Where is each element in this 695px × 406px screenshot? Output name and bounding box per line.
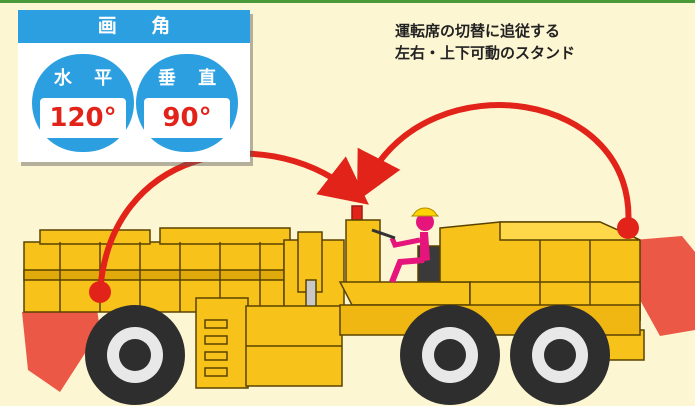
horizontal-value: 120° xyxy=(40,98,126,138)
tire-front xyxy=(510,305,610,405)
front-camera-dot xyxy=(617,217,639,239)
vertical-angle-badge: 垂 直 90° xyxy=(136,54,238,152)
rear-camera-view-wedge xyxy=(22,295,100,392)
vertical-label: 垂 直 xyxy=(157,68,225,89)
top-border xyxy=(0,0,695,3)
front-swing-arrow xyxy=(356,102,632,229)
caption-line-2: 左右・上下可動のスタンド xyxy=(395,44,576,62)
horizontal-label: 水 平 xyxy=(53,68,121,89)
center-frame xyxy=(195,231,345,389)
vertical-value: 90° xyxy=(144,98,230,138)
caption-line-1: 運転席の切替に追従する xyxy=(395,22,561,40)
panel-title: 画 角 xyxy=(18,10,250,43)
rear-boom xyxy=(23,227,291,313)
tire-middle xyxy=(400,305,500,405)
horizontal-angle-badge: 水 平 120° xyxy=(32,54,134,152)
rear-camera-dot xyxy=(89,281,111,303)
front-camera-view-wedge xyxy=(633,236,695,336)
caption: 運転席の切替に追従する 左右・上下可動のスタンド xyxy=(395,20,575,64)
operator-figure xyxy=(371,207,440,284)
tire-rear xyxy=(85,305,185,405)
angle-of-view-panel: 画 角 水 平 120° 垂 直 90° xyxy=(18,10,250,162)
